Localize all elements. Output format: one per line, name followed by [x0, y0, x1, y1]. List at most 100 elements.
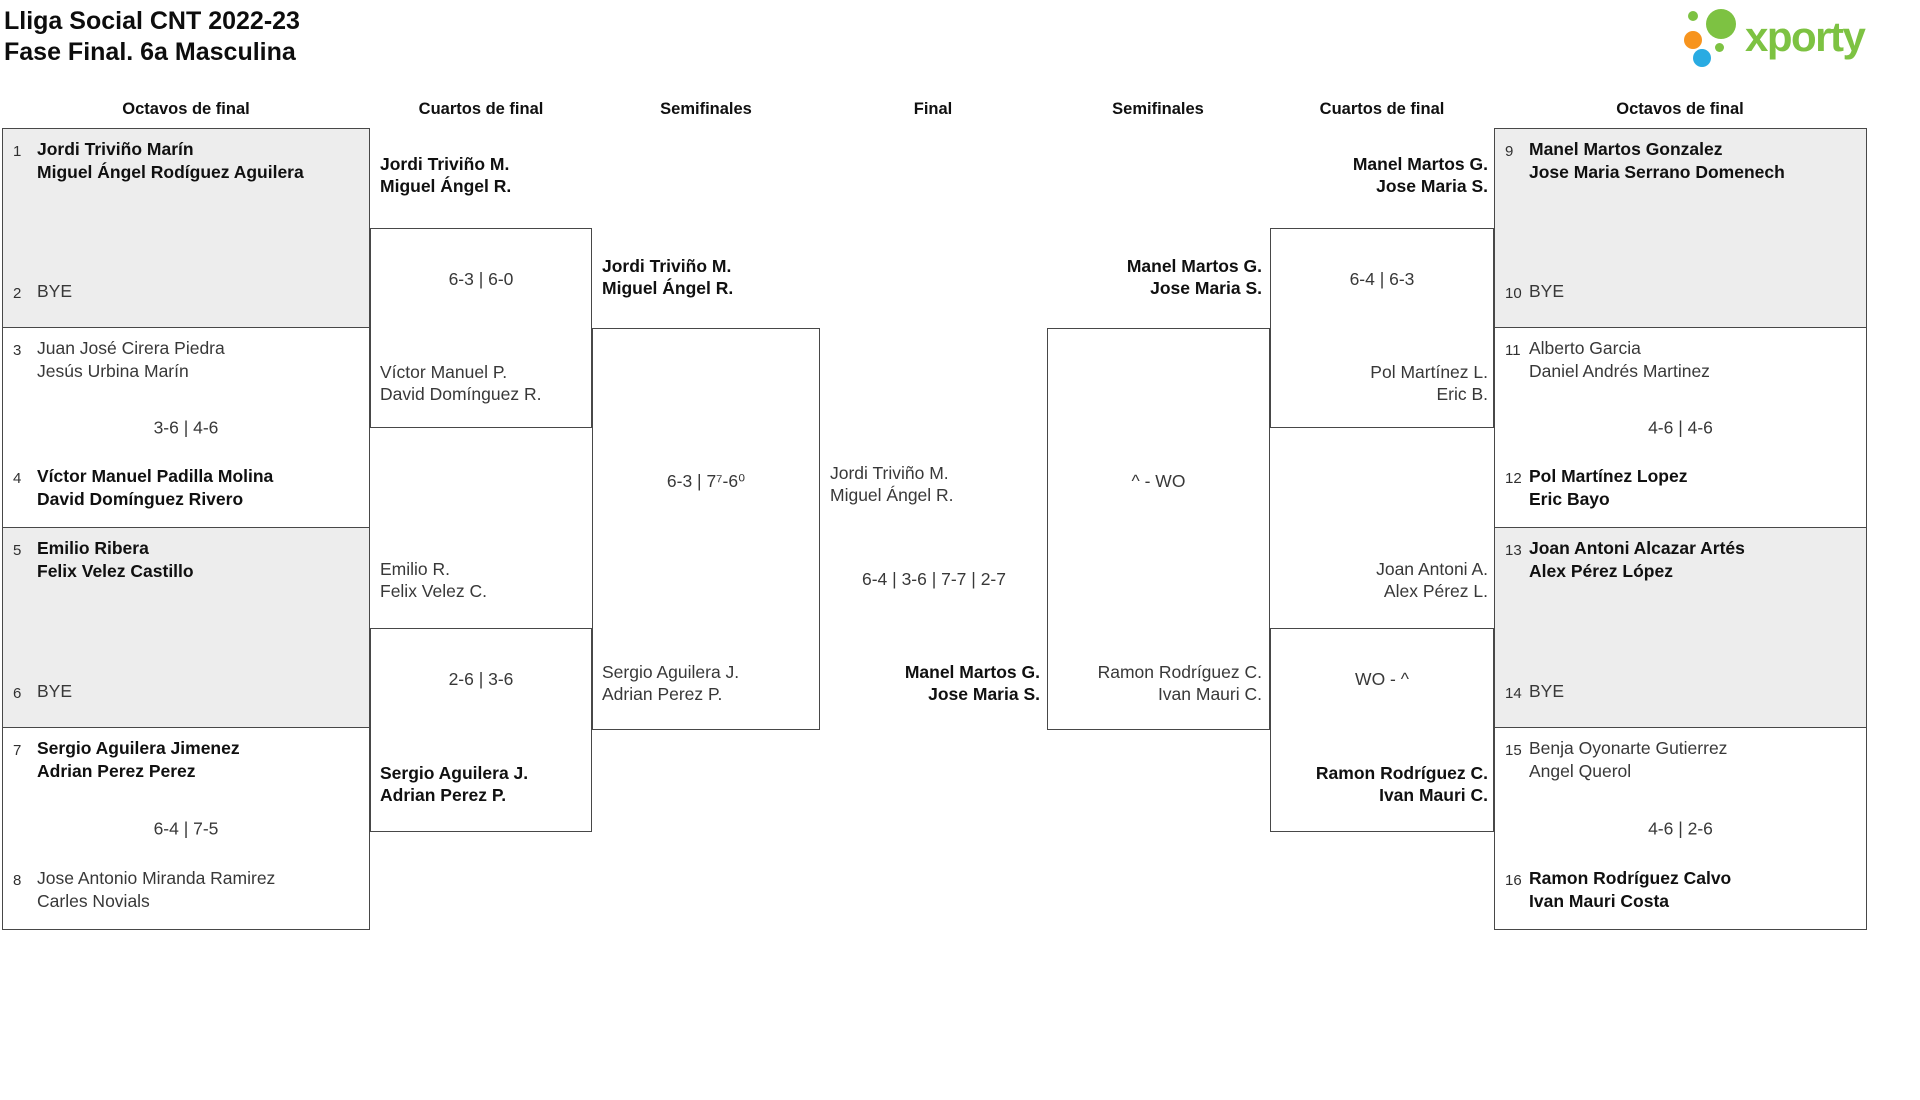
team-name-line: Manel Martos G.: [904, 662, 1040, 682]
qf-left-top-team1: Jordi Triviño M. Miguel Ángel R.: [380, 153, 511, 197]
team-name-line: Jordi Triviño M.: [380, 154, 510, 174]
team-name-line: Manel Martos Gonzalez: [1529, 139, 1723, 159]
participant: 16 Ramon Rodríguez Calvo Ivan Mauri Cost…: [1505, 867, 1858, 913]
match-box-qf-right-bottom: [1270, 628, 1494, 832]
round-header-cuartos-left: Cuartos de final: [418, 100, 544, 118]
seed-number: 7: [13, 742, 22, 759]
round-header-final: Final: [913, 100, 953, 118]
dot-icon: [1688, 11, 1698, 21]
match-box-sf-left: [592, 328, 820, 730]
team-names: Joan Antoni Alcazar Artés Alex Pérez Lóp…: [1529, 537, 1745, 583]
team-name-line: Jose Maria Serrano Domenech: [1529, 162, 1785, 182]
xporty-logo-text: xporty: [1745, 13, 1866, 60]
seed-number: 14: [1505, 685, 1522, 702]
dot-icon: [1706, 9, 1736, 39]
team-name-line: Daniel Andrés Martinez: [1529, 361, 1710, 381]
seed-number: 15: [1505, 742, 1522, 759]
qf-right-top-score: 6-4 | 6-3: [1349, 269, 1415, 289]
qf-left-bottom-score: 2-6 | 3-6: [448, 669, 514, 689]
team-names: Benja Oyonarte Gutierrez Angel Querol: [1529, 737, 1727, 783]
team-name-line: Felix Velez C.: [380, 581, 487, 601]
team-name-line: Miguel Ángel Rodíguez Aguilera: [37, 162, 304, 182]
team-name-line: Alex Pérez López: [1529, 561, 1673, 581]
match-score: 4-6 | 4-6: [1648, 417, 1713, 437]
team-name-line: Carles Novials: [37, 891, 150, 911]
round-header-octavos-right: Octavos de final: [1616, 100, 1744, 118]
dot-icon: [1693, 49, 1711, 67]
sf-left-team2: Sergio Aguilera J. Adrian Perez P.: [602, 661, 739, 705]
round-header-octavos-left: Octavos de final: [122, 100, 250, 118]
participant: 12 Pol Martínez Lopez Eric Bayo: [1505, 465, 1858, 511]
team-name-line: Sergio Aguilera J.: [380, 763, 529, 783]
seed-number: 2: [13, 285, 22, 302]
team-name-line: Jordi Triviño M.: [602, 256, 732, 276]
sf-left-score: 6-3 | 7⁷-6⁰: [666, 471, 746, 491]
participant: 5 Emilio Ribera Felix Velez Castillo: [13, 537, 361, 583]
participant: 3 Juan José Cirera Piedra Jesús Urbina M…: [13, 337, 361, 383]
team-names: Ramon Rodríguez Calvo Ivan Mauri Costa: [1529, 867, 1731, 913]
seed-number: 4: [13, 470, 22, 487]
sf-right-team1: Manel Martos G. Jose Maria S.: [1127, 255, 1262, 299]
team-name-line: Ramon Rodríguez C.: [1097, 662, 1262, 682]
team-name-line: Ramon Rodríguez C.: [1315, 763, 1488, 783]
qf-right-bottom-team1: Joan Antoni A. Alex Pérez L.: [1376, 558, 1488, 602]
xporty-logo[interactable]: xporty: [1684, 6, 1866, 68]
qf-right-top-team1: Manel Martos G. Jose Maria S.: [1353, 153, 1488, 197]
team-names: Pol Martínez Lopez Eric Bayo: [1529, 465, 1687, 511]
team-name-line: Emilio R.: [380, 559, 451, 579]
team-names: Víctor Manuel Padilla Molina David Domín…: [37, 465, 273, 511]
team-name-line: Angel Querol: [1529, 761, 1632, 781]
team-names: Juan José Cirera Piedra Jesús Urbina Mar…: [37, 337, 225, 383]
team-name-line: Ivan Mauri Costa: [1529, 891, 1670, 911]
participant: 2 BYE: [13, 280, 361, 303]
participant: 9 Manel Martos Gonzalez Jose Maria Serra…: [1505, 138, 1858, 184]
team-name-line: Adrian Perez P.: [602, 684, 723, 704]
team-name-line: Adrian Perez Perez: [37, 761, 196, 781]
sf-right-score: ^ - WO: [1131, 471, 1186, 491]
participant: 8 Jose Antonio Miranda Ramirez Carles No…: [13, 867, 361, 913]
team-name-line: Manel Martos G.: [1126, 256, 1262, 276]
team-name-line: Jordi Triviño M.: [830, 463, 949, 483]
team-name-line: Jordi Triviño Marín: [37, 139, 194, 159]
team-name-line: David Domínguez R.: [380, 384, 542, 404]
dot-icon: [1684, 31, 1702, 49]
seed-number: 16: [1505, 872, 1522, 889]
team-name-line: Eric B.: [1436, 384, 1488, 404]
match-box-r16-6: 11 Alberto Garcia Daniel Andrés Martinez…: [1494, 328, 1867, 528]
team-names: BYE: [37, 280, 72, 303]
final-score: 6-4 | 3-6 | 7-7 | 2-7: [862, 569, 1006, 589]
team-name-line: Emilio Ribera: [37, 538, 149, 558]
participant: 1 Jordi Triviño Marín Miguel Ángel Rodíg…: [13, 138, 361, 184]
team-name-line: Miguel Ángel R.: [602, 278, 734, 298]
team-name-line: BYE: [1529, 681, 1565, 701]
match-score: 4-6 | 2-6: [1648, 818, 1713, 838]
qf-left-top-team2: Víctor Manuel P. David Domínguez R.: [380, 361, 541, 405]
team-names: Jordi Triviño Marín Miguel Ángel Rodígue…: [37, 138, 304, 184]
round-header-semis-right: Semifinales: [1112, 100, 1204, 118]
team-name-line: Adrian Perez P.: [380, 785, 507, 805]
team-name-line: Ivan Mauri C.: [1157, 684, 1262, 704]
match-box-r16-3: 5 Emilio Ribera Felix Velez Castillo 6 B…: [2, 528, 370, 728]
team-name-line: Jose Maria S.: [1150, 278, 1262, 298]
team-name-line: Joan Antoni A.: [1376, 559, 1488, 579]
xporty-dots-icon: [1684, 7, 1740, 67]
seed-number: 6: [13, 685, 22, 702]
round-header-semis-left: Semifinales: [660, 100, 752, 118]
team-names: Jose Antonio Miranda Ramirez Carles Novi…: [37, 867, 275, 913]
team-name-line: Eric Bayo: [1529, 489, 1610, 509]
round-header-cuartos-right: Cuartos de final: [1319, 100, 1445, 118]
match-box-r16-4: 7 Sergio Aguilera Jimenez Adrian Perez P…: [2, 728, 370, 930]
match-box-r16-5: 9 Manel Martos Gonzalez Jose Maria Serra…: [1494, 128, 1867, 328]
match-box-sf-right: [1047, 328, 1270, 730]
team-name-line: Jose Antonio Miranda Ramirez: [37, 868, 276, 888]
qf-right-bottom-team2: Ramon Rodríguez C. Ivan Mauri C.: [1316, 762, 1488, 806]
match-box-qf-left-bottom: [370, 628, 592, 832]
team-name-line: Jose Maria S.: [1376, 176, 1488, 196]
team-names: Emilio Ribera Felix Velez Castillo: [37, 537, 194, 583]
dot-icon: [1715, 43, 1724, 52]
team-names: Sergio Aguilera Jimenez Adrian Perez Per…: [37, 737, 240, 783]
team-name-line: Pol Martínez L.: [1370, 362, 1488, 382]
team-name-line: BYE: [1529, 281, 1565, 301]
sf-right-team2: Ramon Rodríguez C. Ivan Mauri C.: [1098, 661, 1262, 705]
